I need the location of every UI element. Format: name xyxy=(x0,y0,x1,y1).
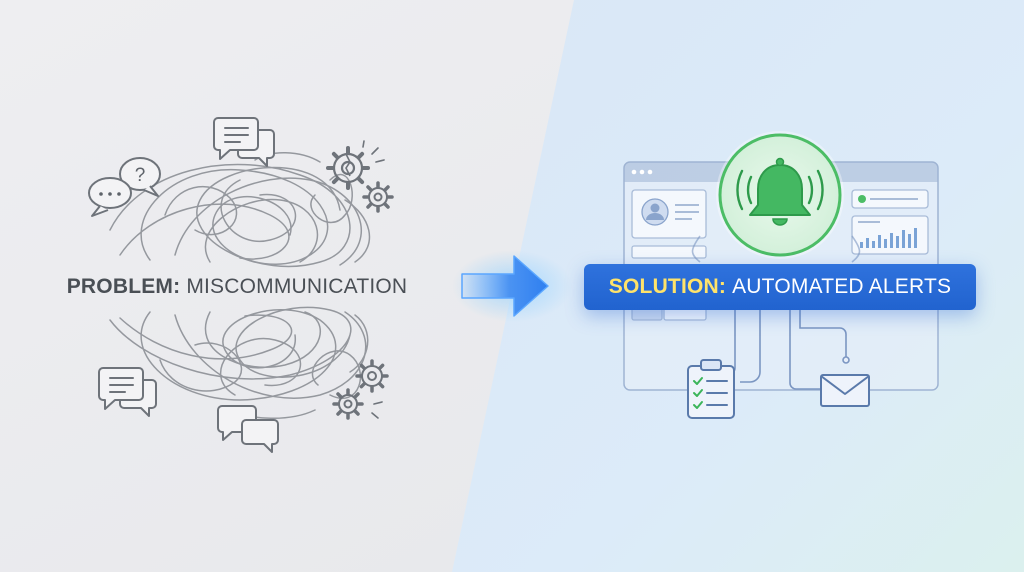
broken-gear-icon xyxy=(326,146,370,190)
double-bubble-icon xyxy=(217,405,279,453)
connector-lines xyxy=(691,235,861,390)
bar-chart-icon xyxy=(851,215,929,255)
ellipsis-bubble-icon xyxy=(88,177,132,217)
problem-label-text: MISCOMMUNICATION xyxy=(186,275,408,298)
gear-icon xyxy=(355,359,389,393)
user-profile-icon xyxy=(631,189,707,239)
gear-icon xyxy=(332,388,364,420)
spark-lines-icon xyxy=(371,401,383,419)
speech-bubble-icon xyxy=(98,367,157,417)
speech-bubble-icon xyxy=(213,117,275,167)
checklist-clipboard-icon xyxy=(687,359,735,419)
bell-icon xyxy=(716,131,844,259)
solution-label-strong: SOLUTION: xyxy=(608,275,727,298)
question-bubble-icon: ? xyxy=(119,157,161,197)
spark-lines-icon xyxy=(362,140,385,163)
gear-icon xyxy=(362,181,394,213)
solution-label-text: AUTOMATED ALERTS xyxy=(732,275,952,298)
arrow-icon xyxy=(452,250,572,322)
problem-label-strong: PROBLEM: xyxy=(66,275,181,298)
svg-text:?: ? xyxy=(135,165,146,186)
problem-label: PROBLEM: MISCOMMUNICATION xyxy=(22,270,452,304)
solution-label: SOLUTION: AUTOMATED ALERTS xyxy=(584,264,976,310)
envelope-icon xyxy=(820,374,870,407)
